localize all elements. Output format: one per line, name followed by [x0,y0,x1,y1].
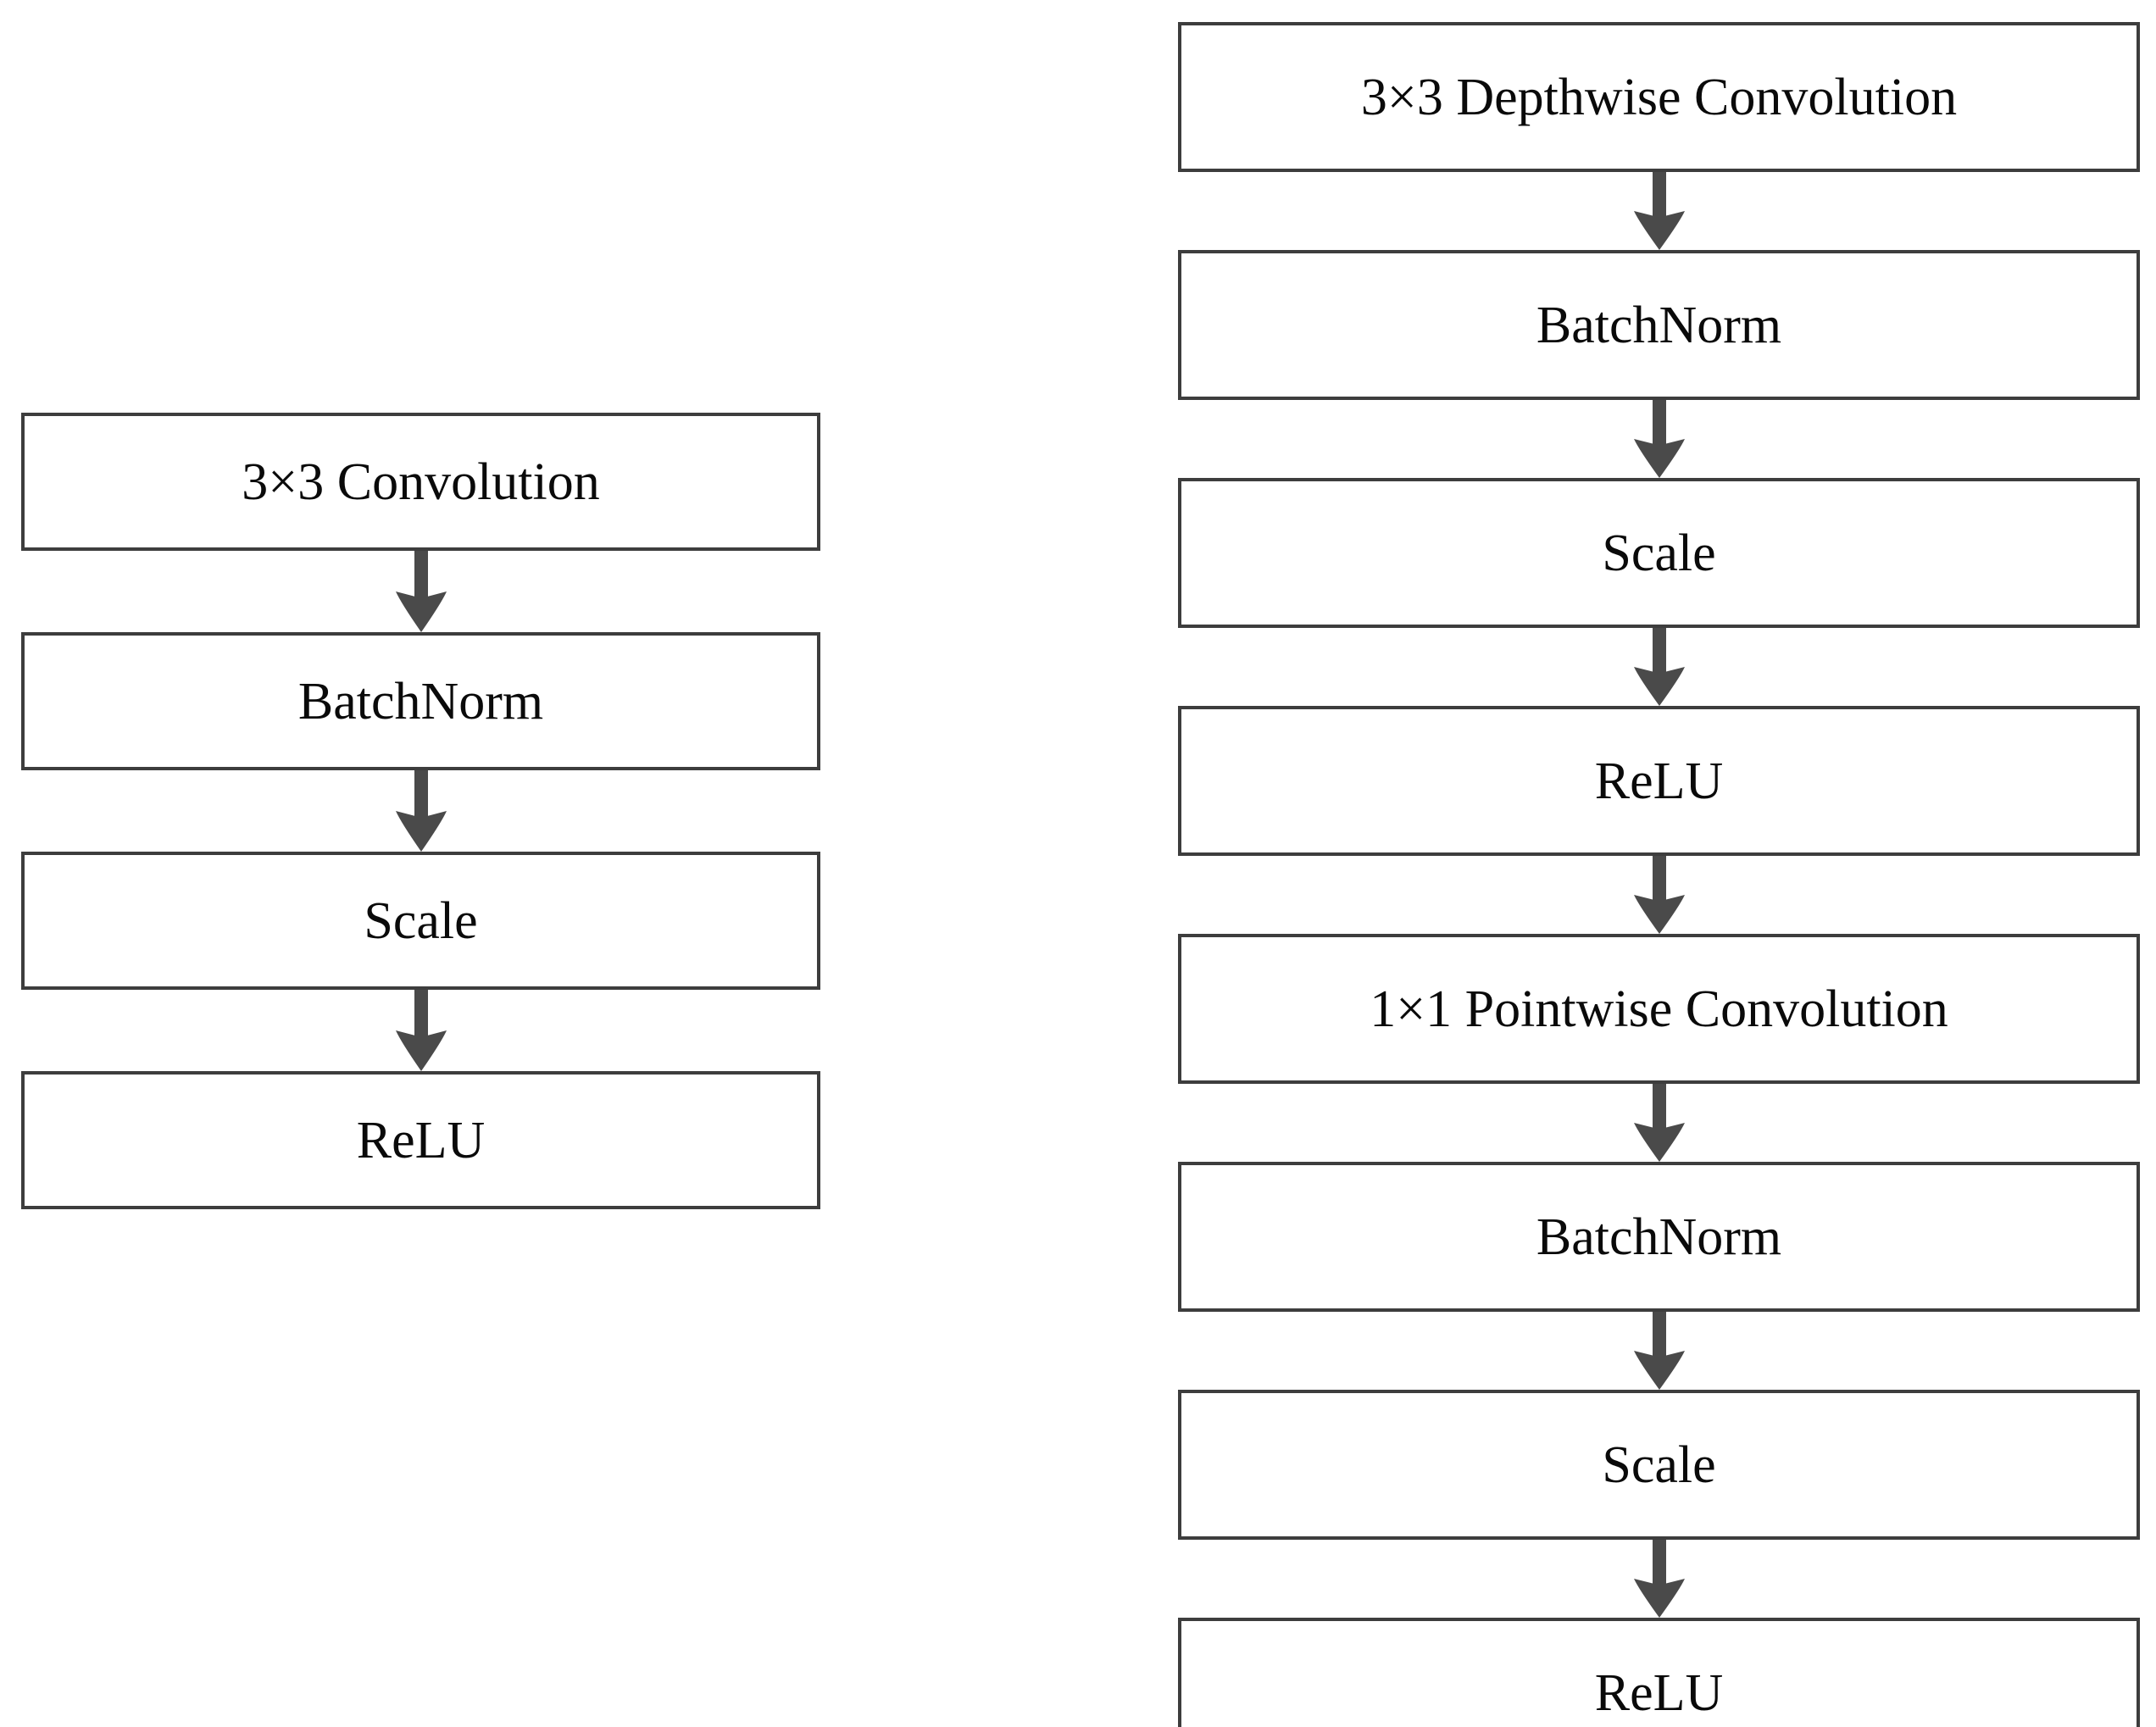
node-pointwise-conv1x1[interactable]: 1×1 Pointwise Convolution [1178,934,2140,1084]
edge-batchnorm-3-to-scale-3 [1178,1312,2140,1390]
node-relu-3-label: ReLU [1594,1663,1724,1722]
down-arrow-icon [395,770,447,852]
edge-relu-2-to-pointwise-conv1x1 [1178,856,2140,934]
node-scale-2[interactable]: Scale [1178,478,2140,628]
down-arrow-icon [1633,628,1685,706]
node-conv3x3[interactable]: 3×3 Convolution [21,413,820,551]
node-relu-1[interactable]: ReLU [21,1071,820,1209]
edge-scale-2-to-relu-2 [1178,628,2140,706]
node-scale-3-label: Scale [1602,1435,1716,1494]
down-arrow-icon [1633,172,1685,250]
depthwise-separable-convolution-block-column: 3×3 Depthwise Convolution BatchNorm Scal… [1178,22,2140,1727]
node-batchnorm-2-label: BatchNorm [1536,296,1782,354]
node-relu-3[interactable]: ReLU [1178,1618,2140,1727]
node-scale-3[interactable]: Scale [1178,1390,2140,1540]
down-arrow-icon [1633,1084,1685,1162]
node-depthwise-conv3x3-label: 3×3 Depthwise Convolution [1360,68,1958,126]
node-batchnorm-3-label: BatchNorm [1536,1208,1782,1266]
edge-batchnorm-1-to-scale-1 [21,770,820,852]
node-relu-2[interactable]: ReLU [1178,706,2140,856]
edge-pointwise-conv1x1-to-batchnorm-3 [1178,1084,2140,1162]
down-arrow-icon [395,990,447,1071]
node-scale-1[interactable]: Scale [21,852,820,990]
node-batchnorm-3[interactable]: BatchNorm [1178,1162,2140,1312]
down-arrow-icon [1633,856,1685,934]
node-conv3x3-label: 3×3 Convolution [242,453,600,511]
node-scale-2-label: Scale [1602,524,1716,582]
node-batchnorm-2[interactable]: BatchNorm [1178,250,2140,400]
node-relu-2-label: ReLU [1594,752,1724,810]
node-depthwise-conv3x3[interactable]: 3×3 Depthwise Convolution [1178,22,2140,172]
edge-batchnorm-2-to-scale-2 [1178,400,2140,478]
down-arrow-icon [395,551,447,632]
down-arrow-icon [1633,1312,1685,1390]
down-arrow-icon [1633,1540,1685,1618]
node-batchnorm-1[interactable]: BatchNorm [21,632,820,770]
node-pointwise-conv1x1-label: 1×1 Pointwise Convolution [1370,980,1948,1038]
edge-scale-3-to-relu-3 [1178,1540,2140,1618]
down-arrow-icon [1633,400,1685,478]
node-scale-1-label: Scale [364,891,478,950]
edge-scale-1-to-relu-1 [21,990,820,1071]
node-batchnorm-1-label: BatchNorm [297,672,544,730]
edge-conv3x3-to-batchnorm-1 [21,551,820,632]
standard-convolution-block-column: 3×3 Convolution BatchNorm Scale ReLU [21,413,820,1209]
node-relu-1-label: ReLU [356,1111,486,1169]
edge-depthwise-conv3x3-to-batchnorm-2 [1178,172,2140,250]
